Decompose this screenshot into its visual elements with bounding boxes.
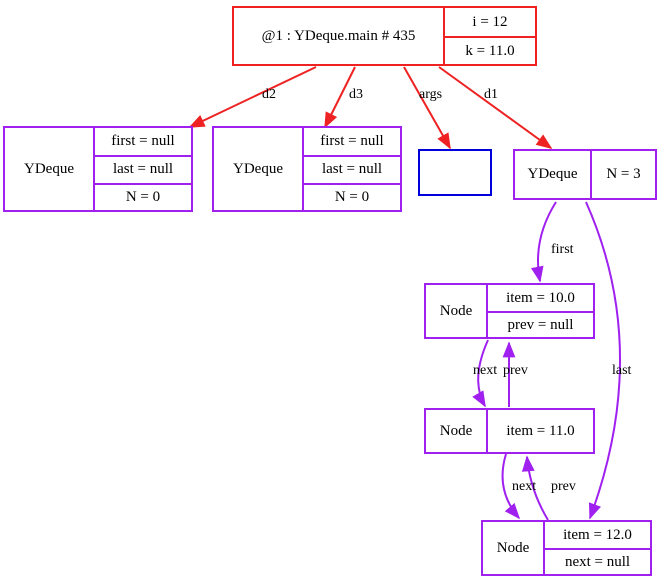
ydeque-d2-field-last: last = null <box>95 155 191 182</box>
node-10-node[interactable]: Node item = 10.0 prev = null <box>424 283 595 339</box>
edge-frame-to-args <box>403 66 451 150</box>
ydeque-d1-title: YDeque <box>515 151 592 198</box>
ydeque-d2-field-first: first = null <box>111 133 175 150</box>
ydeque-d2-node[interactable]: YDeque first = null last = null N = 0 <box>3 126 193 212</box>
node-10-field-prev: prev = null <box>488 311 593 337</box>
edge-frame-to-d2 <box>188 66 317 128</box>
edge-label-d3: d3 <box>349 87 363 102</box>
edge-frame-to-d1 <box>438 66 553 149</box>
args-array-node[interactable] <box>418 149 492 196</box>
args-array-content <box>420 151 490 194</box>
node-12-field-item: item = 12.0 <box>563 526 632 543</box>
ydeque-d1-node[interactable]: YDeque N = 3 <box>513 149 657 200</box>
ydeque-d3-field-n: N = 0 <box>304 182 400 210</box>
edge-label-d1: d1 <box>484 87 498 102</box>
ydeque-d3-field-last: last = null <box>304 155 400 182</box>
stack-frame-field-i: i = 12 <box>472 13 508 30</box>
stack-frame-node[interactable]: @1 : YDeque.main # 435 i = 12 k = 11.0 <box>232 6 537 66</box>
ydeque-d1-field-n: N = 3 <box>606 166 641 182</box>
node-11-title: Node <box>426 410 488 452</box>
node-11-node[interactable]: Node item = 11.0 <box>424 408 595 454</box>
edge-label-args: args <box>419 87 443 102</box>
edge-label-prev-11-10: prev <box>503 363 528 378</box>
edge-label-last: last <box>612 363 632 378</box>
node-10-field-item: item = 10.0 <box>506 289 575 306</box>
edge-label-first: first <box>551 242 574 257</box>
edge-label-next-10-11: next <box>473 363 498 378</box>
stack-frame-field-k: k = 11.0 <box>445 36 535 64</box>
ydeque-d2-field-n: N = 0 <box>95 182 191 210</box>
edge-label-d2: d2 <box>262 87 276 102</box>
ydeque-d3-title: YDeque <box>214 128 304 210</box>
edge-d1-to-node12-last <box>585 201 622 520</box>
node-12-field-next: next = null <box>545 548 650 574</box>
edge-label-next-11-12: next <box>512 479 537 494</box>
stack-frame-title: @1 : YDeque.main # 435 <box>234 8 445 64</box>
node-11-field-item: item = 11.0 <box>506 422 575 439</box>
ydeque-d3-field-first: first = null <box>320 133 384 150</box>
ydeque-d2-title: YDeque <box>5 128 95 210</box>
node-12-node[interactable]: Node item = 12.0 next = null <box>481 520 652 576</box>
node-12-title: Node <box>483 522 545 574</box>
node-10-title: Node <box>426 285 488 337</box>
edge-label-prev-12-11: prev <box>551 479 576 494</box>
ydeque-d3-node[interactable]: YDeque first = null last = null N = 0 <box>212 126 402 212</box>
